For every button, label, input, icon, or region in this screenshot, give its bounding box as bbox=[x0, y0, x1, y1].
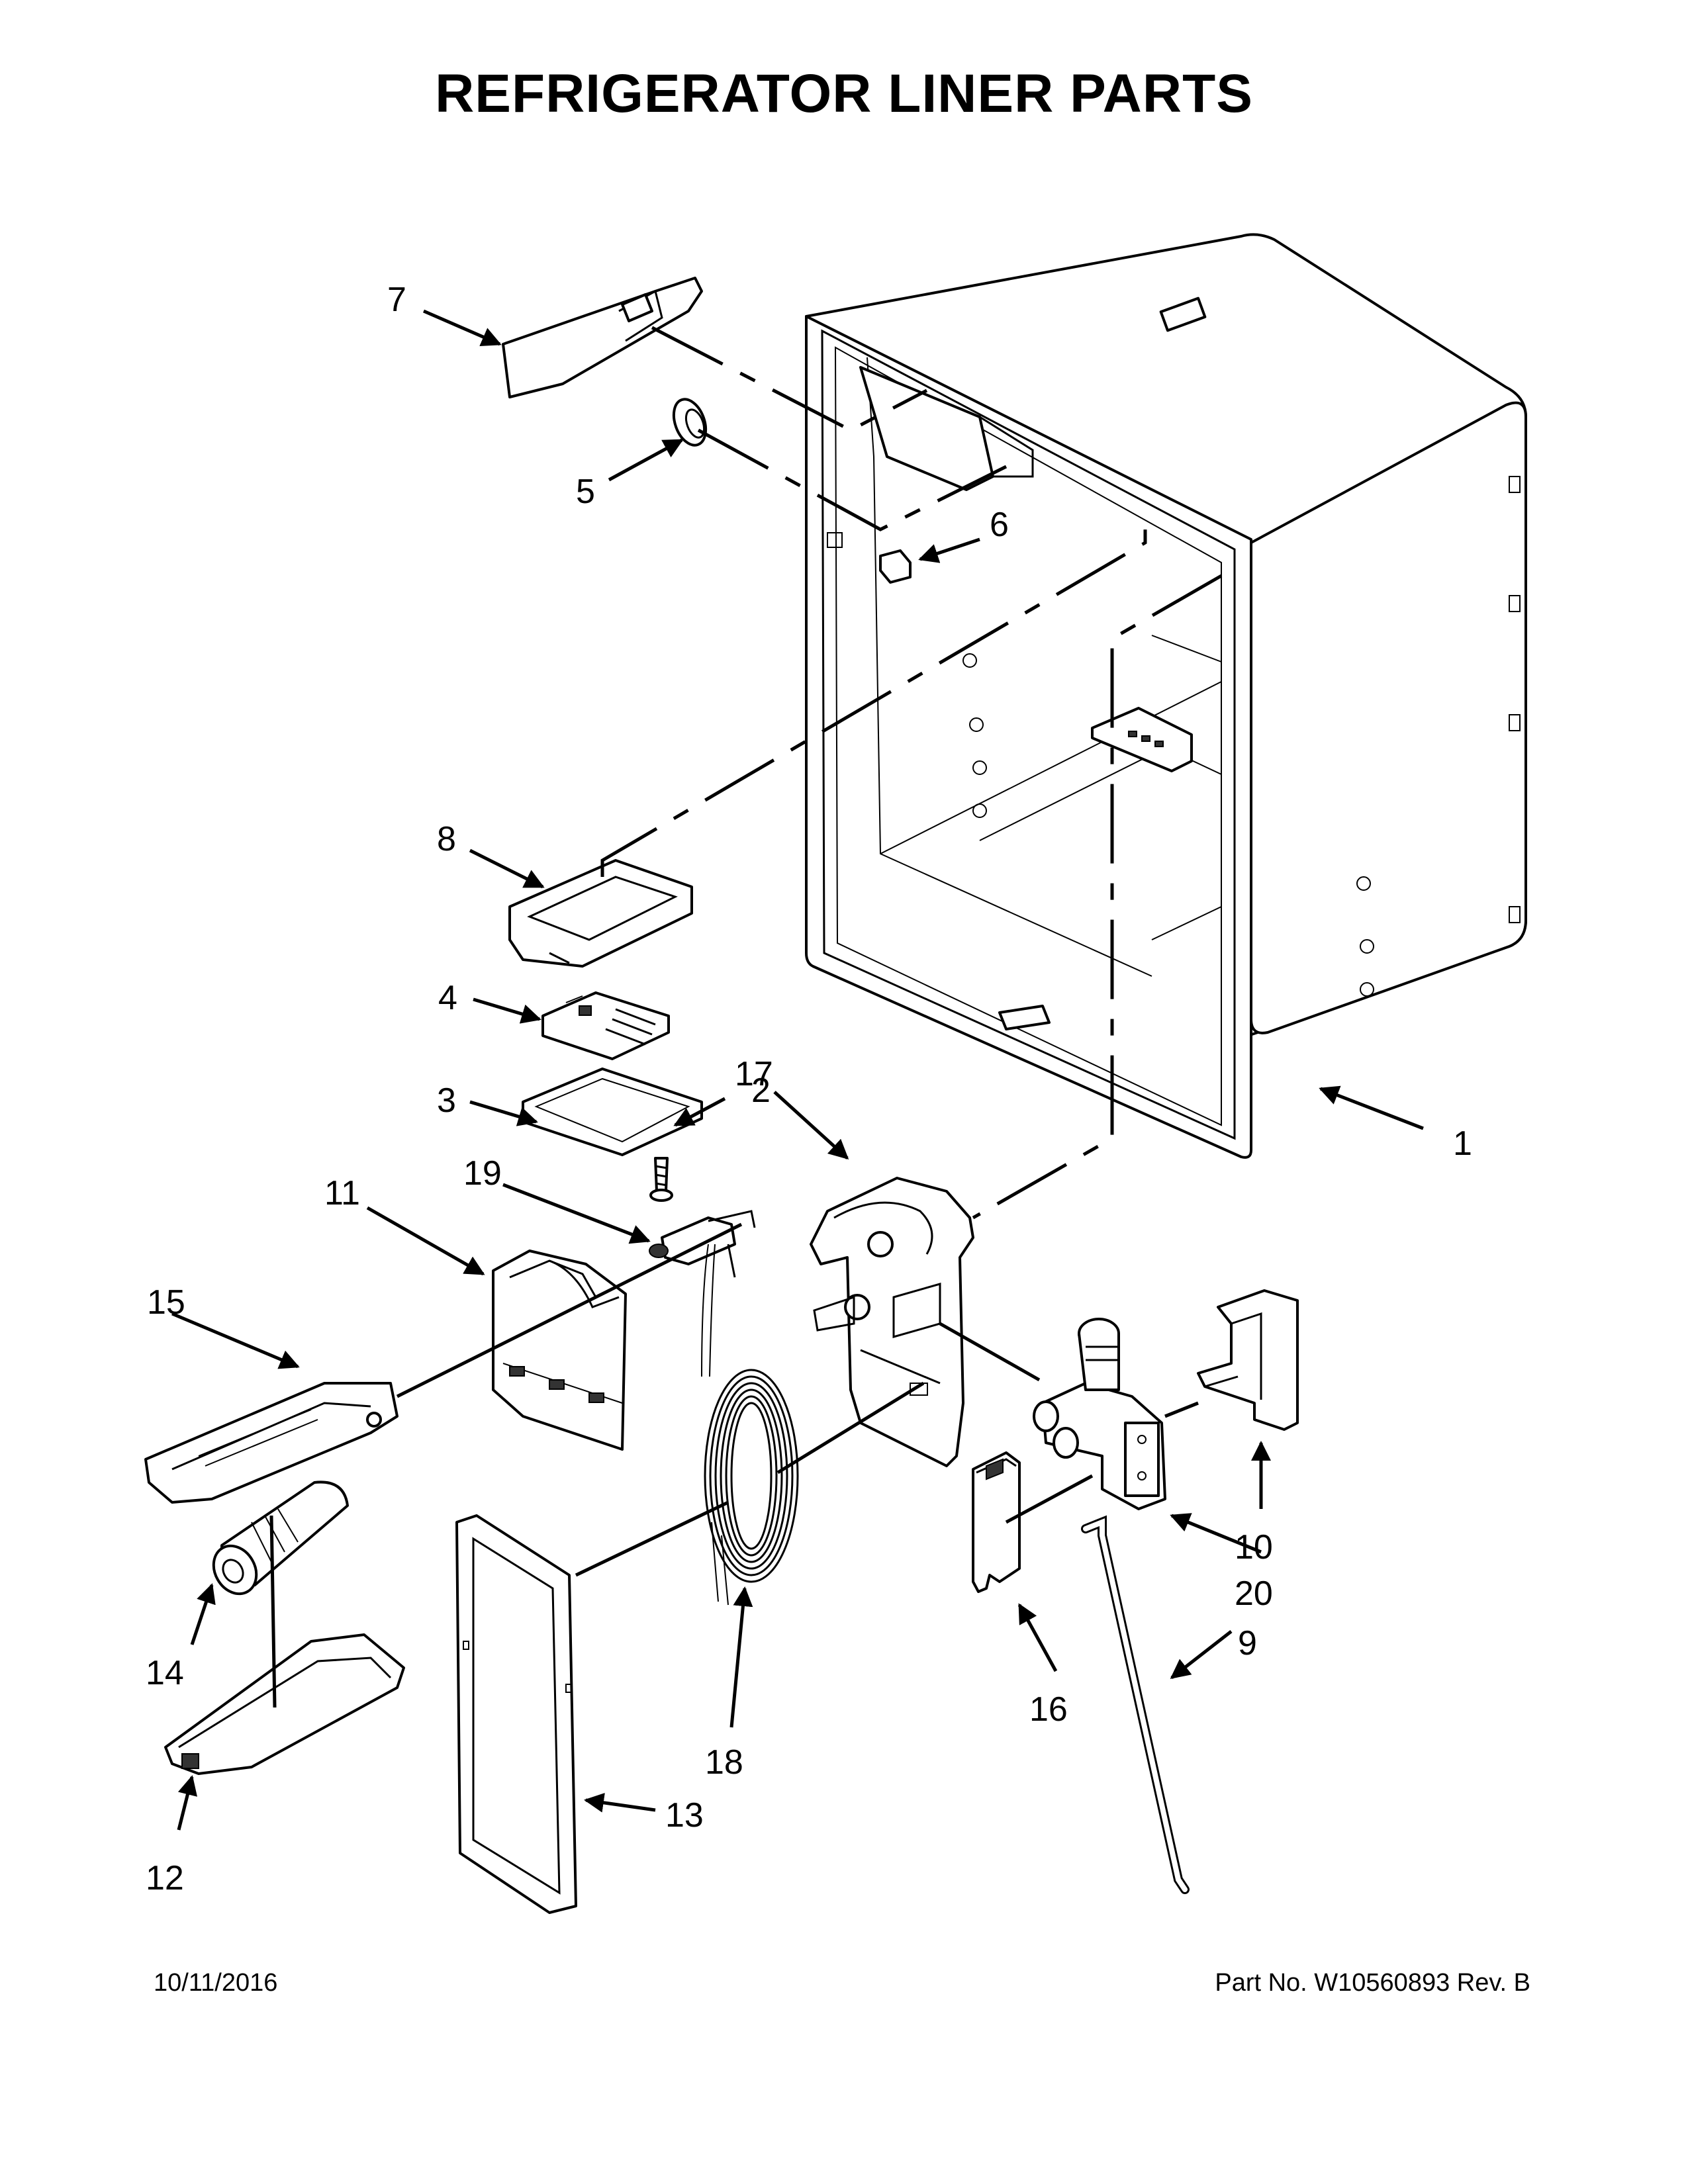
callout-14: 14 bbox=[146, 1654, 184, 1692]
callout-7: 7 bbox=[387, 281, 406, 319]
callout-1: 1 bbox=[1453, 1124, 1472, 1163]
callout-18: 18 bbox=[705, 1743, 743, 1782]
callout-2: 2 bbox=[751, 1071, 771, 1110]
callout-8: 8 bbox=[437, 820, 456, 858]
callout-arrows bbox=[171, 309, 1424, 1831]
part-9-tube bbox=[1081, 1515, 1190, 1894]
callout-13: 13 bbox=[665, 1796, 704, 1835]
callout-3: 3 bbox=[437, 1081, 456, 1120]
callout-10: 10 bbox=[1235, 1528, 1273, 1567]
part-10-bracket bbox=[1197, 1289, 1299, 1431]
part-1-liner bbox=[805, 233, 1527, 1159]
page-title: REFRIGERATOR LINER PARTS bbox=[435, 64, 1253, 124]
footer-date: 10/11/2016 bbox=[154, 1969, 278, 1997]
callout-20: 20 bbox=[1235, 1574, 1273, 1613]
callout-11: 11 bbox=[324, 1174, 360, 1212]
part-3-lens bbox=[522, 1068, 703, 1156]
callout-6: 6 bbox=[990, 506, 1009, 544]
callout-4: 4 bbox=[438, 979, 457, 1017]
part-20-water-valve bbox=[1033, 1318, 1166, 1510]
callout-19: 19 bbox=[463, 1154, 502, 1193]
callout-17: 17 bbox=[735, 1055, 773, 1093]
part-6-connector bbox=[879, 549, 912, 584]
callout-labels: 1 2 3 4 5 6 7 8 9 10 11 12 13 14 15 16 1… bbox=[146, 281, 1472, 1897]
part-8-housing bbox=[508, 859, 693, 968]
part-16-clip bbox=[972, 1451, 1021, 1593]
part-2-screw bbox=[649, 1157, 673, 1202]
part-14-filter-cartridge bbox=[212, 1480, 349, 1596]
part-11-chute bbox=[492, 1250, 627, 1451]
callout-12: 12 bbox=[146, 1859, 184, 1897]
part-19-thermostat bbox=[649, 1210, 756, 1278]
part-18-wire-coil bbox=[701, 1244, 799, 1606]
callout-5: 5 bbox=[576, 473, 595, 511]
callout-16: 16 bbox=[1029, 1690, 1068, 1729]
footer-part-number: Part No. W10560893 Rev. B bbox=[1215, 1969, 1530, 1997]
part-17-housing bbox=[810, 1177, 974, 1467]
callout-15: 15 bbox=[147, 1283, 185, 1322]
part-13-trim bbox=[455, 1514, 577, 1914]
part-15-filter-head bbox=[144, 1382, 399, 1504]
part-12-filter-door bbox=[164, 1633, 405, 1775]
part-5-control bbox=[672, 398, 708, 447]
part-4-led-board bbox=[541, 991, 670, 1060]
part-7-duct-cover bbox=[502, 277, 703, 398]
leader-lines bbox=[269, 326, 1223, 1708]
callout-9: 9 bbox=[1238, 1624, 1257, 1662]
